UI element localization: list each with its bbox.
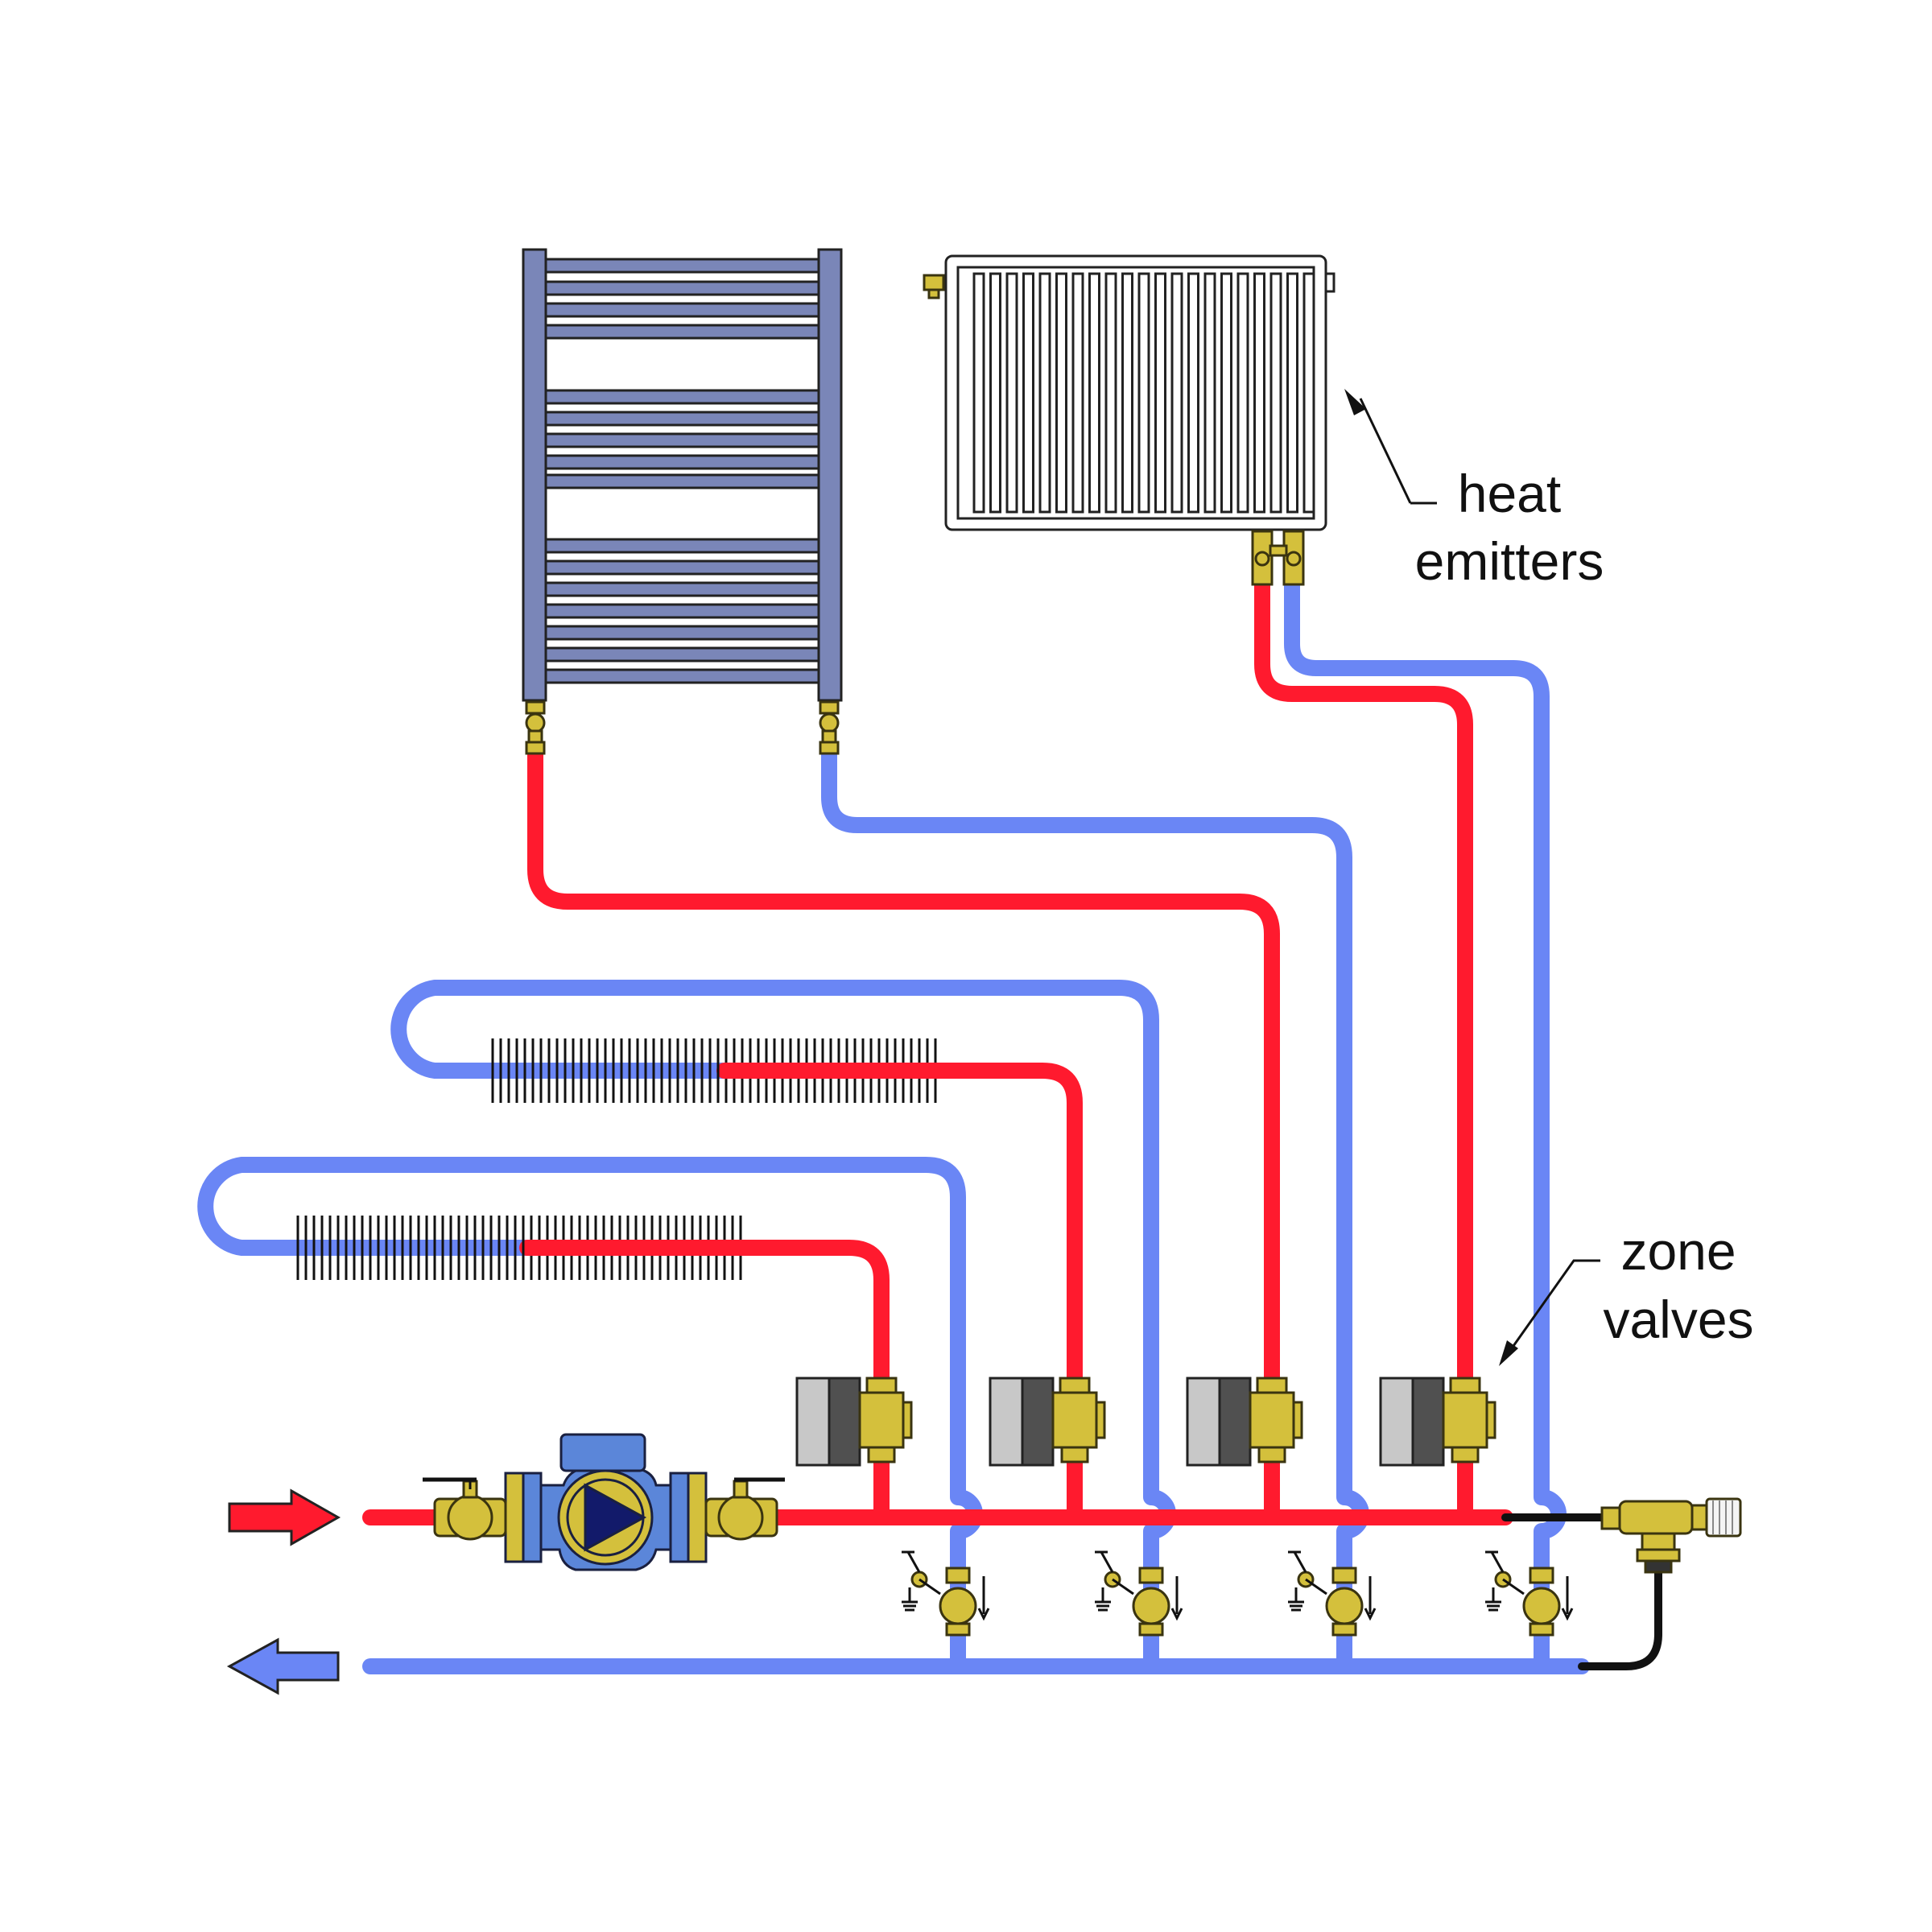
- fin-tube-baseboard-2-icon: [491, 1038, 938, 1103]
- zone-valves-label-line1: zone: [1620, 1221, 1736, 1281]
- return-out-arrow: [226, 1637, 340, 1695]
- radiator-bleed-valve-icon: [923, 274, 945, 299]
- zone1-supply-pipe: [519, 1240, 890, 1525]
- return-piping: [197, 576, 1590, 1674]
- circulator-pump-icon: [504, 1433, 708, 1571]
- zone-valves-label-line2: valves: [1603, 1290, 1753, 1349]
- purge-valve-icon: [1485, 1550, 1574, 1637]
- zone4-return-pipe: [1284, 576, 1567, 1674]
- zone3-supply-pipe: [527, 745, 1280, 1525]
- supply-in-arrow: [228, 1488, 341, 1546]
- fin-tube-baseboard-1-icon: [296, 1216, 745, 1280]
- radiator-h-valve-icon: [1251, 530, 1305, 586]
- heat-emitters-label-line1: heat: [1458, 464, 1561, 523]
- isolation-valve-right-icon: [704, 1477, 785, 1541]
- zone-valve-icon: [1379, 1377, 1496, 1467]
- heat-emitters-callout: heat emitters: [1344, 389, 1604, 591]
- towel-warmer-radiator-icon: [522, 248, 843, 702]
- zone3-return-pipe: [821, 745, 1369, 1674]
- zone-valves-callout: zone valves: [1499, 1221, 1754, 1366]
- panel-radiator-icon: [944, 254, 1335, 531]
- purge-valve-icon: [902, 1550, 990, 1637]
- zone-valve-icon: [795, 1377, 913, 1467]
- bypass-piping: [1501, 1513, 1662, 1670]
- isolation-valve-left-icon: [423, 1477, 507, 1541]
- zone4-supply-pipe: [1254, 576, 1473, 1525]
- purge-valve-icon: [1288, 1550, 1377, 1637]
- zone-valve-icon: [1186, 1377, 1303, 1467]
- zone-valve-icon: [989, 1377, 1106, 1467]
- towel-warmer-valve-left-icon: [525, 700, 546, 755]
- heat-emitters-label-line2: emitters: [1415, 531, 1604, 591]
- purge-valve-icon: [1095, 1550, 1183, 1637]
- zone2-supply-pipe: [716, 1063, 1083, 1525]
- towel-warmer-valve-right-icon: [819, 700, 840, 755]
- differential-bypass-valve-icon: [1600, 1497, 1742, 1574]
